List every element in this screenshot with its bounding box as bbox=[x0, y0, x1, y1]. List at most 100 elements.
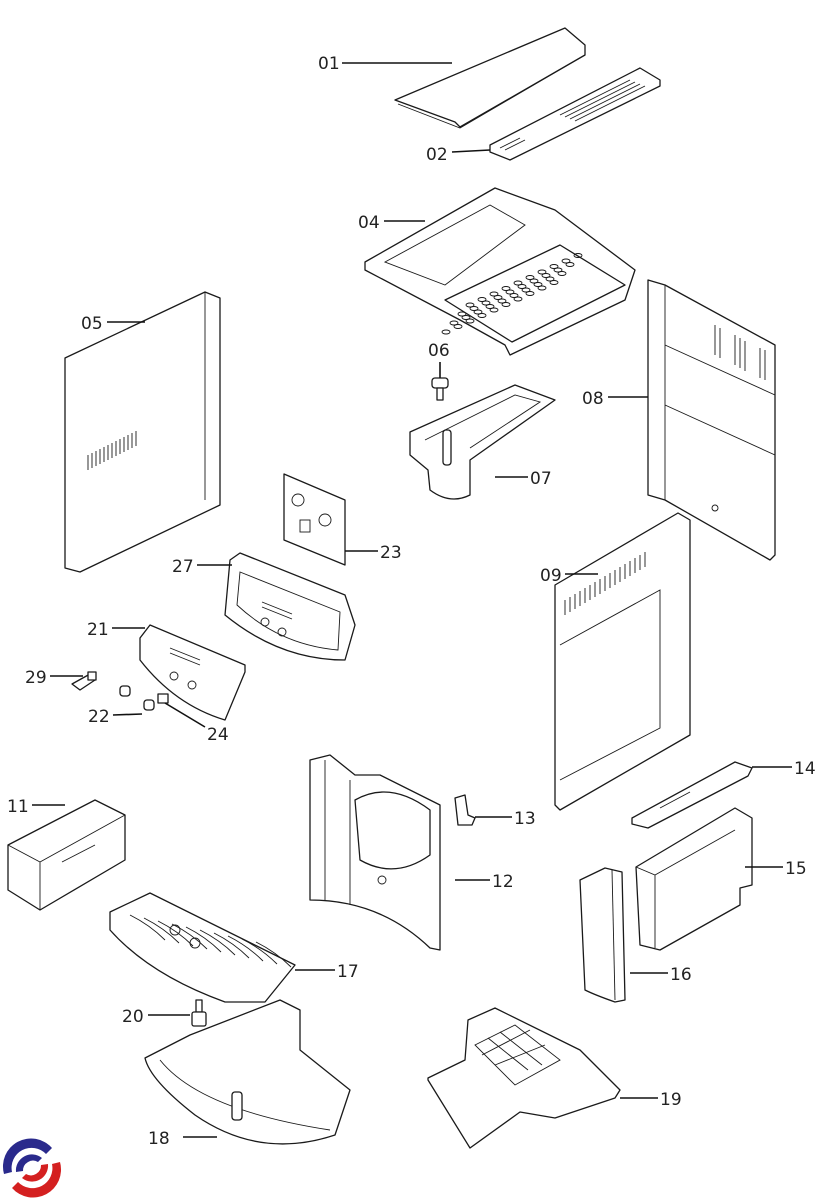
part-05-left-side-panel[interactable] bbox=[64, 291, 221, 573]
callout-04: 04 bbox=[358, 213, 425, 233]
drip-slot bbox=[553, 267, 563, 273]
part-label-29: 29 bbox=[25, 668, 47, 688]
drip-slot bbox=[473, 309, 483, 315]
drip-slot bbox=[561, 258, 571, 264]
part-label-13: 13 bbox=[514, 809, 536, 829]
callout-01: 01 bbox=[318, 54, 452, 74]
part-label-23: 23 bbox=[380, 543, 402, 563]
drip-slot bbox=[513, 280, 523, 286]
part-label-02: 02 bbox=[426, 145, 448, 165]
drip-slot bbox=[497, 298, 507, 304]
drip-slot bbox=[537, 269, 547, 275]
part-label-12: 12 bbox=[492, 872, 514, 892]
part-18-drip-tray[interactable] bbox=[144, 999, 351, 1145]
part-label-27: 27 bbox=[172, 557, 194, 577]
drip-slot bbox=[477, 297, 487, 302]
callout-16: 16 bbox=[630, 965, 692, 985]
drip-slot bbox=[517, 284, 527, 289]
part-13-clip[interactable] bbox=[454, 794, 476, 826]
part-11-water-tank[interactable] bbox=[7, 799, 126, 911]
drip-slot bbox=[493, 295, 503, 300]
drip-slot bbox=[525, 275, 535, 280]
drip-slot bbox=[525, 291, 535, 296]
drip-slot bbox=[461, 315, 471, 320]
part-20-pin[interactable] bbox=[191, 999, 207, 1027]
drip-slot bbox=[541, 273, 551, 278]
part-14-slide-rail[interactable] bbox=[631, 761, 753, 829]
part-15-drawer-container[interactable] bbox=[635, 807, 753, 951]
grate-slot bbox=[199, 929, 236, 956]
callout-13: 13 bbox=[475, 809, 536, 829]
part-label-21: 21 bbox=[87, 620, 109, 640]
callout-02: 02 bbox=[426, 145, 491, 165]
drip-slot bbox=[509, 293, 519, 298]
part-22-buttons[interactable] bbox=[119, 685, 155, 711]
drip-slot bbox=[469, 306, 479, 311]
drip-slot bbox=[505, 289, 515, 295]
callout-24: 24 bbox=[164, 702, 229, 745]
drip-slot bbox=[485, 304, 495, 309]
vent-slots bbox=[87, 431, 137, 470]
grate-slot bbox=[213, 932, 250, 959]
drip-slot bbox=[573, 253, 583, 258]
callout-14: 14 bbox=[752, 759, 816, 779]
part-09-back-panel[interactable] bbox=[554, 512, 691, 811]
callout-21: 21 bbox=[87, 620, 145, 640]
drip-slot bbox=[521, 287, 531, 293]
callout-20: 20 bbox=[122, 1007, 190, 1027]
part-23-circuit-board[interactable] bbox=[283, 473, 346, 566]
drip-slot bbox=[449, 320, 459, 326]
part-label-16: 16 bbox=[670, 965, 692, 985]
circular-swirl-logo-icon bbox=[2, 1138, 62, 1198]
grate-slot bbox=[185, 926, 222, 953]
part-24-switch[interactable] bbox=[157, 693, 169, 704]
part-08-right-side-panel[interactable] bbox=[647, 279, 776, 561]
part-29-knob-key[interactable] bbox=[71, 671, 97, 691]
grate-slot bbox=[241, 938, 278, 965]
drip-slot bbox=[489, 291, 499, 297]
part-12-front-chassis[interactable] bbox=[309, 754, 441, 951]
part-04-top-frame[interactable] bbox=[364, 187, 636, 356]
part-02-grille-strip[interactable] bbox=[489, 67, 661, 161]
callout-07: 07 bbox=[495, 469, 552, 489]
part-label-14: 14 bbox=[794, 759, 816, 779]
drip-slots bbox=[441, 253, 583, 335]
drip-slot bbox=[565, 262, 575, 267]
part-17-drip-grate[interactable] bbox=[109, 892, 296, 1003]
vent-slots bbox=[714, 325, 766, 380]
part-27-front-bezel[interactable] bbox=[224, 552, 356, 661]
part-label-04: 04 bbox=[358, 213, 380, 233]
callout-09: 09 bbox=[540, 566, 598, 586]
callout-29: 29 bbox=[25, 668, 83, 688]
drip-slot bbox=[533, 282, 543, 287]
drip-slot bbox=[457, 311, 467, 317]
callout-27: 27 bbox=[172, 557, 232, 577]
part-06-knob[interactable] bbox=[431, 377, 449, 401]
part-label-09: 09 bbox=[540, 566, 562, 586]
drip-slot bbox=[453, 324, 463, 329]
callout-05: 05 bbox=[81, 314, 145, 334]
drip-slot bbox=[549, 280, 559, 285]
grate-slot bbox=[227, 935, 264, 962]
drip-slot bbox=[465, 302, 475, 308]
vent-slots bbox=[564, 552, 646, 615]
part-16-side-door[interactable] bbox=[579, 867, 626, 1003]
callout-19: 19 bbox=[620, 1090, 682, 1110]
part-label-15: 15 bbox=[785, 859, 807, 879]
part-label-11: 11 bbox=[7, 797, 29, 817]
part-01-top-cover[interactable] bbox=[394, 27, 586, 129]
drip-slot bbox=[441, 329, 451, 335]
grate-slot bbox=[255, 941, 292, 968]
part-19-base-plate[interactable] bbox=[427, 1007, 621, 1149]
part-07-funnel-tray[interactable] bbox=[409, 384, 556, 500]
drip-slot bbox=[501, 302, 511, 307]
drip-slot bbox=[477, 313, 487, 318]
part-label-05: 05 bbox=[81, 314, 103, 334]
part-21-control-panel[interactable] bbox=[139, 624, 246, 721]
drip-slot bbox=[465, 318, 475, 324]
part-label-24: 24 bbox=[207, 725, 229, 745]
callout-15: 15 bbox=[745, 859, 807, 879]
drip-slot bbox=[549, 264, 559, 269]
callout-22: 22 bbox=[88, 707, 143, 727]
callout-23: 23 bbox=[345, 543, 402, 563]
